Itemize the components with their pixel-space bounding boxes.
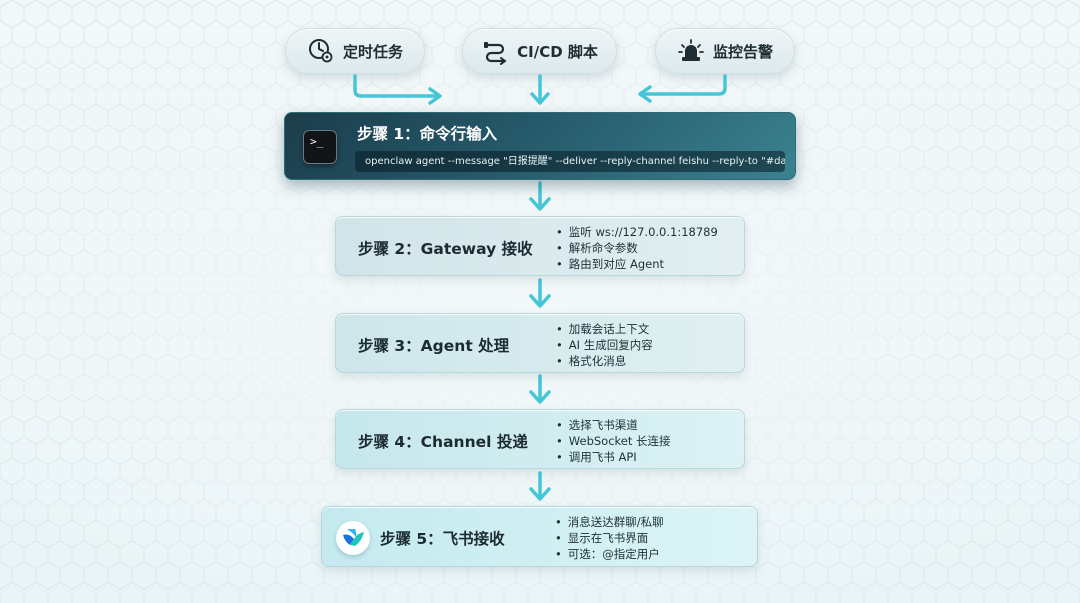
source-scheduled-task: 定时任务 [285, 28, 425, 74]
bullet-item: 格式化消息 [556, 353, 653, 369]
clock-gear-icon [308, 39, 333, 63]
step-4-title: 步骤 4：Channel 投递 [358, 433, 528, 451]
source-cicd-script: CI/CD 脚本 [462, 28, 617, 74]
step-3-bullets: 加载会话上下文 AI 生成回复内容 格式化消息 [556, 321, 653, 369]
command-line-text: openclaw agent --message "日报提醒" --delive… [355, 151, 785, 172]
feishu-logo-icon [336, 521, 370, 555]
step-3-agent-processing: 步骤 3：Agent 处理 加载会话上下文 AI 生成回复内容 格式化消息 [335, 313, 745, 373]
step-1-command-input: >_ 步骤 1：命令行输入 openclaw agent --message "… [284, 112, 796, 180]
step-2-bullets: 监听 ws://127.0.0.1:18789 解析命令参数 路由到对应 Age… [556, 224, 718, 272]
bullet-item: 解析命令参数 [556, 240, 718, 256]
step-1-title: 步骤 1：命令行输入 [357, 125, 498, 143]
alarm-siren-icon [678, 39, 704, 61]
bullet-item: 加载会话上下文 [556, 321, 653, 337]
bullet-item: 选择飞书渠道 [556, 417, 671, 433]
step-4-bullets: 选择飞书渠道 WebSocket 长连接 调用飞书 API [556, 417, 671, 465]
step-5-title: 步骤 5：飞书接收 [380, 530, 505, 548]
bullet-item: 路由到对应 Agent [556, 256, 718, 272]
step-2-title: 步骤 2：Gateway 接收 [358, 240, 533, 258]
source-label: 定时任务 [342, 42, 403, 61]
step-5-bullets: 消息送达群聊/私聊 显示在飞书界面 可选：@指定用户 [555, 514, 664, 562]
arrow-source1 [353, 74, 440, 98]
bullet-item: 调用飞书 API [556, 449, 671, 465]
bullet-item: 消息送达群聊/私聊 [555, 514, 664, 530]
step-5-feishu-receive: 步骤 5：飞书接收 消息送达群聊/私聊 显示在飞书界面 可选：@指定用户 [321, 506, 758, 567]
pipeline-icon [484, 42, 507, 65]
bullet-item: AI 生成回复内容 [556, 337, 653, 353]
bullet-item: 监听 ws://127.0.0.1:18789 [556, 224, 718, 240]
arrow-source3 [640, 74, 727, 96]
bullet-item: WebSocket 长连接 [556, 433, 671, 449]
terminal-icon: >_ [303, 130, 337, 164]
step-3-title: 步骤 3：Agent 处理 [358, 337, 510, 355]
source-label: CI/CD 脚本 [517, 42, 598, 61]
step-4-channel-delivery: 步骤 4：Channel 投递 选择飞书渠道 WebSocket 长连接 调用飞… [335, 409, 745, 469]
source-label: 监控告警 [712, 42, 773, 61]
bullet-item: 显示在飞书界面 [555, 530, 664, 546]
bullet-item: 可选：@指定用户 [555, 546, 664, 562]
source-monitoring-alert: 监控告警 [655, 28, 795, 74]
step-2-gateway-receive: 步骤 2：Gateway 接收 监听 ws://127.0.0.1:18789 … [335, 216, 745, 276]
